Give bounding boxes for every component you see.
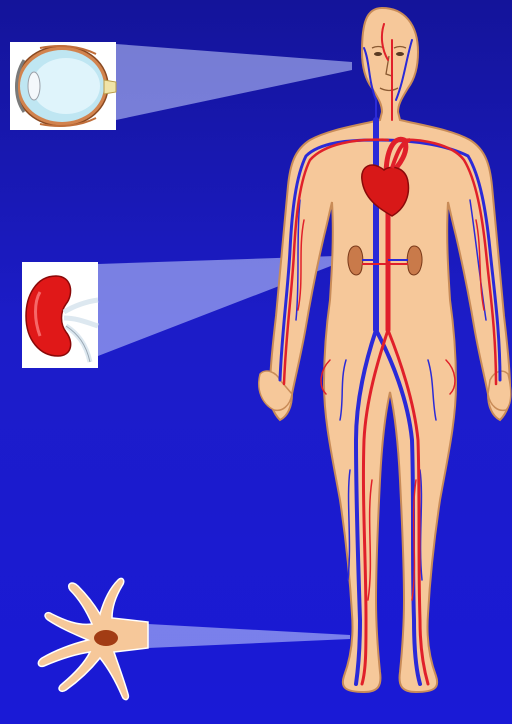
body-silhouette: [270, 8, 511, 692]
eye-callout: [10, 42, 116, 130]
eye-callout-beam: [116, 44, 352, 120]
kidney-callout: [22, 262, 98, 368]
cell-icon: [38, 578, 148, 699]
cell-callout-beam: [148, 624, 350, 648]
cell-nucleus: [94, 630, 118, 646]
cell-callout: [38, 578, 148, 699]
callout-beams: [98, 44, 352, 648]
human-figure: [259, 8, 511, 692]
